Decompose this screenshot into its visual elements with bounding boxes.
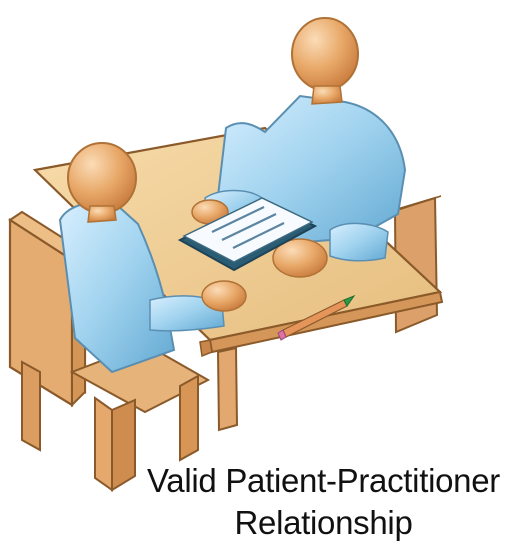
patient-figure — [58, 142, 247, 374]
pencil-icon — [277, 294, 356, 341]
caption-line-2: Relationship — [234, 504, 413, 541]
patient-head — [67, 142, 137, 214]
practitioner-head — [291, 17, 359, 91]
practitioner-figure — [191, 17, 407, 278]
clipboard-document-icon — [177, 197, 318, 272]
caption-line-1: Valid Patient-Practitioner — [147, 462, 500, 499]
